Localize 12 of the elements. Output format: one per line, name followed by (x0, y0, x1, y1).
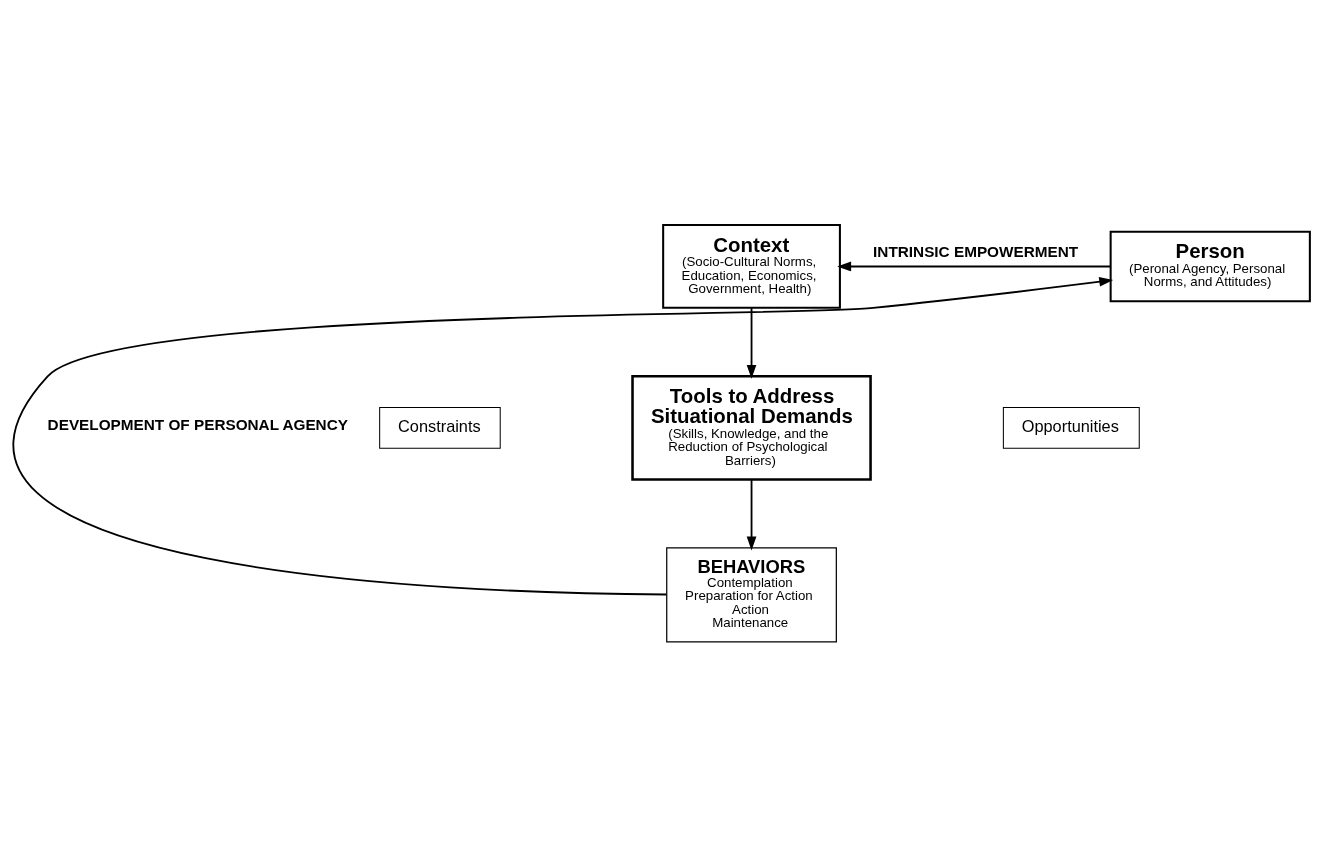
arrow (14, 276, 1114, 596)
edge-label: DEVELOPMENT OF PERSONAL AGENCY (47, 416, 348, 434)
node-box: Constraints (379, 406, 501, 449)
node-box: Person (Peronal Agency, Personal Norms, and Attitudes) (1109, 230, 1311, 303)
arrow (837, 261, 1112, 272)
node-box: Opportunities (1002, 406, 1140, 449)
node-box: Context (Socio-Cultural Norms, Education, Economics, Government, Health) (662, 224, 841, 309)
arrow (746, 307, 757, 379)
edge-label: INTRINSIC EMPOWERMENT (873, 243, 1079, 261)
node-box: BEHAVIORS Contemplation Preparation for Action Action Maintenance (666, 547, 837, 643)
arrow (746, 478, 757, 551)
node-box: Tools to Address Situational Demands (Skills, Knowledge, and the Reduction of Psychological Barriers) (631, 375, 872, 481)
